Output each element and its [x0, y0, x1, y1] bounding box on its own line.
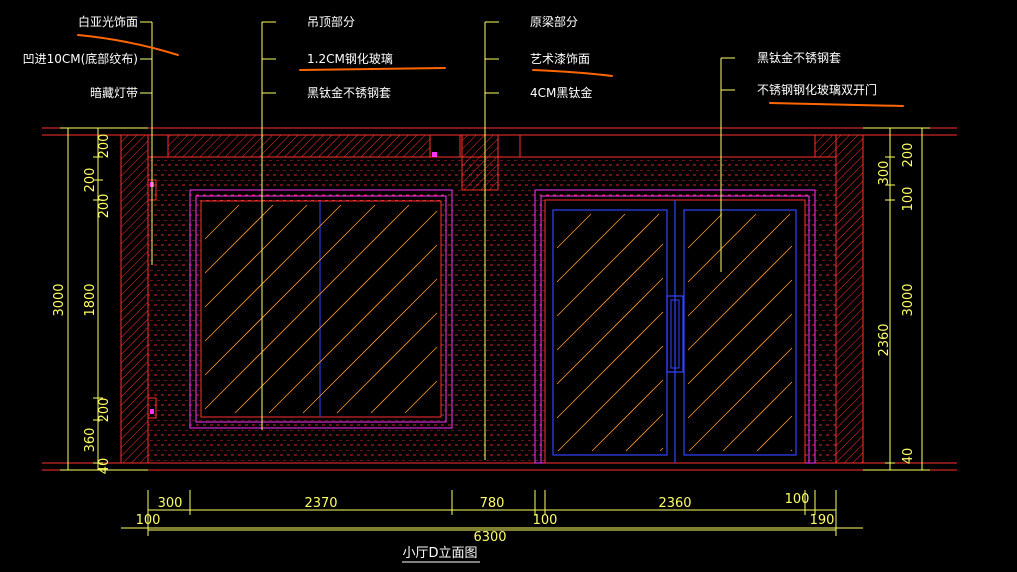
window-frame-outer: [189, 189, 453, 429]
left-dimensions: [60, 127, 148, 471]
glass-hatch-line: [204, 204, 410, 410]
right-dimension-text: 200 300 100 2360 3000 40: [877, 143, 916, 465]
beam-section: [461, 134, 499, 191]
glass-hatch-line: [687, 213, 791, 317]
markup-2: [299, 67, 446, 71]
glass-hatch-line: [556, 213, 626, 283]
door-leaf-right: [683, 209, 797, 456]
left-wall-section: [120, 134, 149, 464]
label-left-3: 暗藏灯带: [90, 85, 138, 100]
bottom-dimension-text: 300 2370 780 2360 100 100 100 190 6300: [136, 492, 835, 545]
glass-hatch-line: [404, 380, 438, 414]
right-dim-outer: 3000: [901, 283, 916, 316]
left-dim-5: 360: [83, 428, 98, 453]
bottom-dim-1: 300: [158, 496, 183, 511]
markup-3: [532, 69, 613, 77]
glass-hatch-line: [302, 278, 438, 414]
markup-underlines: [77, 34, 904, 107]
glass-hatch-line: [204, 204, 308, 308]
door-handle: [670, 299, 680, 369]
annotations: 白亚光饰面 凹进10CM(底部纹布) 暗藏灯带 吊顶部分 1.2CM钢化玻璃 黑…: [23, 14, 877, 100]
structure: [42, 127, 957, 471]
door-glass-hatch: [556, 213, 793, 452]
bottom-dim-6: 100: [136, 513, 161, 528]
window-frame-inner: [195, 195, 447, 423]
glass-hatch-line: [336, 312, 438, 414]
glass-hatch-line: [204, 204, 376, 376]
glass-hatch-line: [557, 345, 664, 452]
glass-hatch-line: [790, 449, 793, 452]
right-dim-5: 40: [901, 448, 916, 465]
window: [189, 189, 453, 429]
label-mid2-2: 艺术漆饰面: [530, 52, 590, 66]
glass-hatch-line: [756, 415, 793, 452]
glass-hatch-line: [687, 213, 757, 283]
right-dim-2: 300: [877, 161, 892, 186]
glass-hatch-line: [234, 210, 438, 414]
label-mid2-3: 4CM黑钛金: [530, 85, 592, 100]
bottom-dim-total: 6300: [473, 530, 506, 545]
left-dim-4: 200: [97, 398, 112, 423]
label-right-1: 黑钛金不锈钢套: [757, 50, 841, 65]
label-left-2: 凹进10CM(底部纹布): [23, 51, 138, 66]
bottom-dim-2: 2370: [304, 496, 337, 511]
bottom-dim-7: 100: [533, 513, 558, 528]
right-dimensions: [863, 127, 930, 471]
drawing-title: 小厅D立面图: [402, 546, 477, 561]
label-right-2: 不锈钢钢化玻璃双开门: [757, 82, 877, 97]
glass-hatch-line: [659, 447, 664, 452]
bottom-dim-4: 2360: [658, 496, 691, 511]
window-glass-hatch: [204, 204, 438, 414]
ceiling-soffit-left: [167, 134, 431, 158]
glass-hatch-line: [556, 277, 664, 385]
label-mid-3: 黑钛金不锈钢套: [307, 85, 391, 100]
left-dim-3: 1800: [83, 283, 98, 316]
light-marker-bottom: [150, 409, 154, 414]
glass-hatch-line: [687, 279, 793, 385]
glass-hatch-line: [687, 213, 723, 249]
right-dim-1: 200: [901, 143, 916, 168]
glass-hatch-line: [204, 204, 342, 342]
glass-hatch-line: [204, 204, 240, 240]
door-handle-plate: [666, 295, 684, 373]
glass-hatch-line: [687, 245, 793, 351]
glass-hatch-line: [591, 379, 664, 452]
left-dim-top: 200: [97, 134, 112, 159]
bottom-dimensions: [121, 490, 863, 536]
right-wall-section: [835, 134, 864, 464]
left-dimension-text: 3000 200 200 1800 200 360 40 200: [52, 134, 112, 475]
left-dim-1: 200: [83, 168, 98, 193]
bottom-dim-5: 100: [785, 492, 810, 507]
ceiling-soffit-right: [814, 134, 837, 158]
glass-hatch-line: [556, 243, 664, 351]
bottom-dim-8: 190: [810, 513, 835, 528]
glass-hatch-line: [556, 311, 664, 419]
markup-4: [769, 102, 904, 107]
markup-1: [77, 34, 179, 56]
light-recess-bottom: [147, 397, 157, 419]
left-dim-outer: 3000: [52, 283, 67, 316]
label-mid-1: 吊顶部分: [307, 14, 355, 29]
left-dim-6: 40: [97, 458, 112, 475]
glass-hatch-line: [688, 347, 793, 452]
glass-hatch-line: [268, 244, 438, 414]
corner-marker: [432, 152, 437, 157]
glass-hatch-line: [625, 413, 664, 452]
bottom-dim-3: 780: [480, 496, 505, 511]
glass-hatch-line: [722, 381, 793, 452]
glass-hatch-line: [370, 346, 438, 414]
glass-hatch-line: [687, 313, 793, 419]
right-dim-4: 2360: [877, 323, 892, 356]
label-mid-2: 1.2CM钢化玻璃: [307, 52, 393, 66]
leader-lines: [140, 21, 735, 460]
label-left-1: 白亚光饰面: [78, 14, 138, 29]
double-door: [534, 189, 816, 464]
glass-hatch-line: [556, 213, 592, 249]
glass-hatch-line: [556, 213, 660, 317]
right-dim-3: 100: [901, 187, 916, 212]
label-mid2-1: 原梁部分: [530, 14, 578, 29]
left-dim-2: 200: [97, 194, 112, 219]
